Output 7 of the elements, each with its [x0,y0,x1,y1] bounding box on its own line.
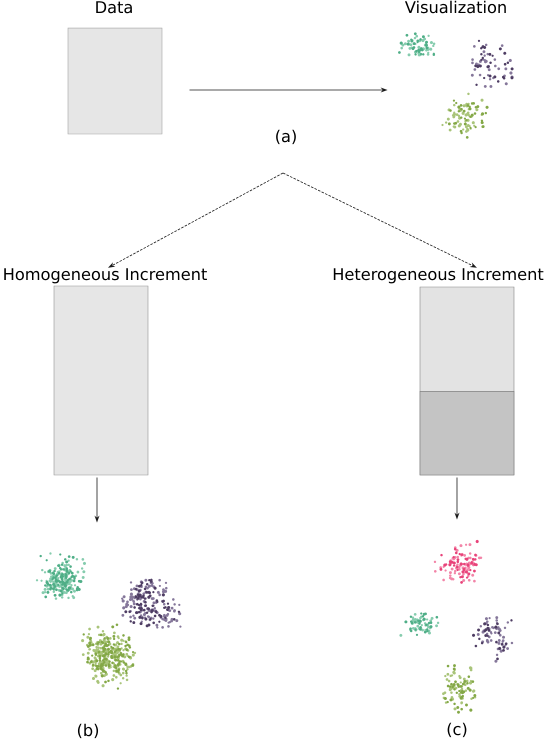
caption: (b) [78,724,98,738]
heading: Heterogeneous Increment [334,268,544,284]
heading: Visualization [404,0,506,14]
heading: Data [96,1,132,14]
heading: Homogeneous Increment [4,268,207,284]
shaded-segment [420,391,514,476]
caption: (a) [276,130,296,144]
